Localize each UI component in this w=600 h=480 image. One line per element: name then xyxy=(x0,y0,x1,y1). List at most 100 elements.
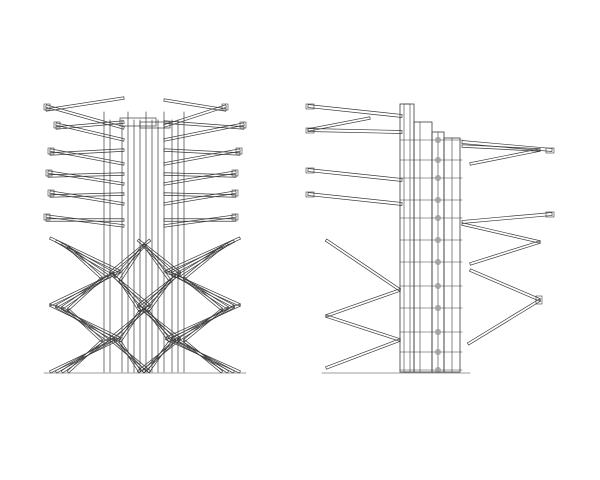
inner-diagonal-brace xyxy=(118,248,142,282)
lower-diagonal-brace xyxy=(176,306,230,342)
lower-diagonal-brace xyxy=(165,236,241,274)
lower-diagonal-brace xyxy=(66,276,104,311)
beam-end-cap xyxy=(231,169,239,177)
upper-floor-beam xyxy=(163,98,227,112)
lower-diagonal-brace xyxy=(60,242,110,278)
floor-node xyxy=(435,349,441,355)
inner-diagonal-brace xyxy=(108,337,152,374)
lower-diagonal-brace xyxy=(49,303,121,341)
upper-floor-beam xyxy=(163,172,237,178)
floor-node xyxy=(435,215,441,221)
left-cantilever-beam xyxy=(307,192,403,206)
upper-floor-beam xyxy=(163,120,245,130)
floor-node xyxy=(435,367,441,373)
floor-node xyxy=(435,197,441,203)
upper-floor-beam xyxy=(163,190,237,206)
beam-end-cap xyxy=(239,121,247,129)
left-cantilever-beam xyxy=(307,104,403,118)
floor-node xyxy=(435,157,441,163)
left-cantilever-beam xyxy=(307,168,403,182)
beam-end-cap xyxy=(305,103,315,110)
lower-diagonal-brace xyxy=(66,245,104,280)
beam-end-cap xyxy=(305,167,315,174)
inner-diagonal-brace xyxy=(118,309,142,343)
lower-diagonal-brace xyxy=(60,274,110,310)
inner-diagonal-brace xyxy=(118,340,142,374)
beam-end-cap xyxy=(545,211,555,218)
upper-floor-beam xyxy=(45,96,125,112)
upper-floor-beam xyxy=(163,192,237,198)
beam-end-cap xyxy=(545,147,555,154)
floor-node xyxy=(435,305,441,311)
elevation-view xyxy=(305,103,555,374)
upper-floor-beam xyxy=(49,190,125,206)
floor-node xyxy=(435,175,441,181)
lower-diagonal-brace xyxy=(165,303,241,341)
beam-end-cap xyxy=(235,147,243,155)
lower-diagonal-brace xyxy=(49,236,121,274)
lower-diagonal-brace xyxy=(54,304,116,341)
upper-floor-beam xyxy=(163,148,241,166)
lower-diagonal-brace xyxy=(176,338,230,374)
core-tower-inner xyxy=(403,103,411,373)
upper-floor-beam xyxy=(47,172,125,178)
inner-diagonal-brace xyxy=(146,248,172,282)
beam-end-cap xyxy=(45,169,53,177)
lower-diagonal-brace xyxy=(66,308,104,343)
lower-diagonal-brace xyxy=(182,276,224,311)
upper-floor-beam xyxy=(45,104,125,130)
beam-end-cap xyxy=(231,213,239,221)
left-lower-brace xyxy=(324,238,402,292)
right-chevron-brace xyxy=(466,298,542,346)
upper-floor-beam xyxy=(55,120,125,130)
lower-diagonal-brace xyxy=(54,272,116,309)
upper-floor-beam xyxy=(163,170,237,186)
beam-end-cap xyxy=(535,295,543,305)
inner-diagonal-brace xyxy=(146,279,172,313)
inner-diagonal-brace xyxy=(146,309,172,343)
lower-diagonal-brace xyxy=(54,239,116,276)
lower-diagonal-brace xyxy=(170,239,236,276)
inner-diagonal-brace xyxy=(118,279,142,313)
right-cantilever-beam xyxy=(461,212,553,224)
beam-end-cap xyxy=(305,191,315,198)
upper-floor-beam xyxy=(55,122,125,142)
upper-floor-beam xyxy=(163,122,245,142)
upper-floor-beam xyxy=(49,148,125,156)
upper-floor-beam xyxy=(49,148,125,166)
lower-diagonal-brace xyxy=(176,242,230,278)
floor-node xyxy=(435,259,441,265)
left-lower-brace xyxy=(325,338,401,370)
floor-node xyxy=(435,329,441,335)
lower-diagonal-brace xyxy=(182,308,224,343)
perspective-view xyxy=(43,96,247,374)
right-chevron-brace xyxy=(461,222,541,244)
inner-diagonal-brace xyxy=(136,238,182,275)
beam-end-cap xyxy=(231,189,239,197)
upper-floor-beam xyxy=(45,218,125,222)
inner-diagonal-brace xyxy=(141,243,177,279)
lower-diagonal-brace xyxy=(182,245,224,280)
upper-floor-beam xyxy=(163,218,237,222)
upper-floor-beam xyxy=(163,104,227,128)
beam-end-cap xyxy=(221,103,229,111)
upper-floor-beam xyxy=(49,192,125,198)
beam-end-cap xyxy=(53,121,61,129)
beam-end-cap xyxy=(43,213,51,221)
inner-diagonal-brace xyxy=(141,275,177,310)
beam-end-cap xyxy=(47,147,55,155)
inner-diagonal-brace xyxy=(108,238,152,275)
right-chevron-brace xyxy=(469,240,541,266)
floor-node xyxy=(435,137,441,143)
upper-floor-beam xyxy=(163,148,241,156)
floor-node xyxy=(435,237,441,243)
right-chevron-brace xyxy=(469,268,541,302)
lower-diagonal-brace xyxy=(182,339,224,374)
upper-floor-beam xyxy=(47,170,125,186)
right-cantilever-beam xyxy=(461,140,553,152)
left-lower-brace xyxy=(325,314,401,342)
upper-floor-beam xyxy=(45,214,125,228)
